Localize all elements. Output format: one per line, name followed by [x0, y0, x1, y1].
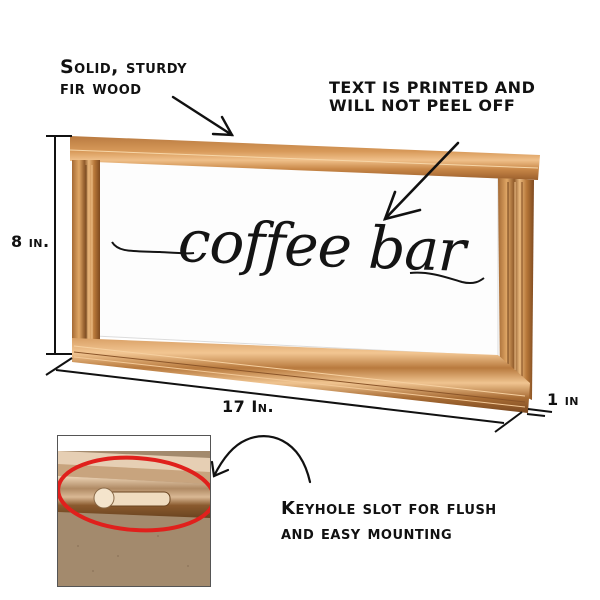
height-label: 8 in.	[11, 232, 50, 251]
keyhole-label-line2: and easy mounting	[281, 523, 453, 545]
keyhole-label-line1: Keyhole slot for flush	[281, 498, 497, 519]
highlight-circle	[58, 455, 210, 533]
frame-bottom-rail	[72, 338, 530, 413]
width-dimension-line	[45, 357, 523, 433]
script-swash-left	[111, 241, 195, 255]
keyhole-icon	[93, 487, 115, 509]
frame-top-rail	[70, 136, 540, 180]
print-label-line1: TEXT IS PRINTED AND	[329, 78, 536, 97]
frame-right-stile	[498, 178, 534, 400]
material-label-line1: Solid, sturdy	[60, 56, 188, 78]
arrow-to-keyhole-icon	[210, 435, 312, 484]
script-swash-right	[409, 271, 485, 285]
width-label: 17 In.	[222, 397, 275, 416]
print-label: TEXT IS PRINTED AND WILL NOT PEEL OFF	[329, 79, 535, 115]
keyhole-detail-art	[58, 436, 210, 586]
height-dimension-line	[46, 135, 72, 355]
material-label: Solid, sturdy fir wood	[60, 56, 188, 100]
material-label-line2: fir wood	[60, 77, 142, 100]
keyhole-detail-inset	[57, 435, 211, 587]
print-label-line2: WILL NOT PEEL OFF	[329, 95, 516, 115]
arrow-to-wood-icon	[171, 95, 235, 137]
arrow-to-print-icon	[382, 141, 460, 221]
sign-script-text: coffee bar	[176, 207, 466, 285]
keyhole-label: Keyhole slot for flush and easy mounting	[281, 496, 497, 546]
depth-dimension-line	[526, 408, 553, 417]
depth-label: 1 in	[547, 390, 580, 409]
